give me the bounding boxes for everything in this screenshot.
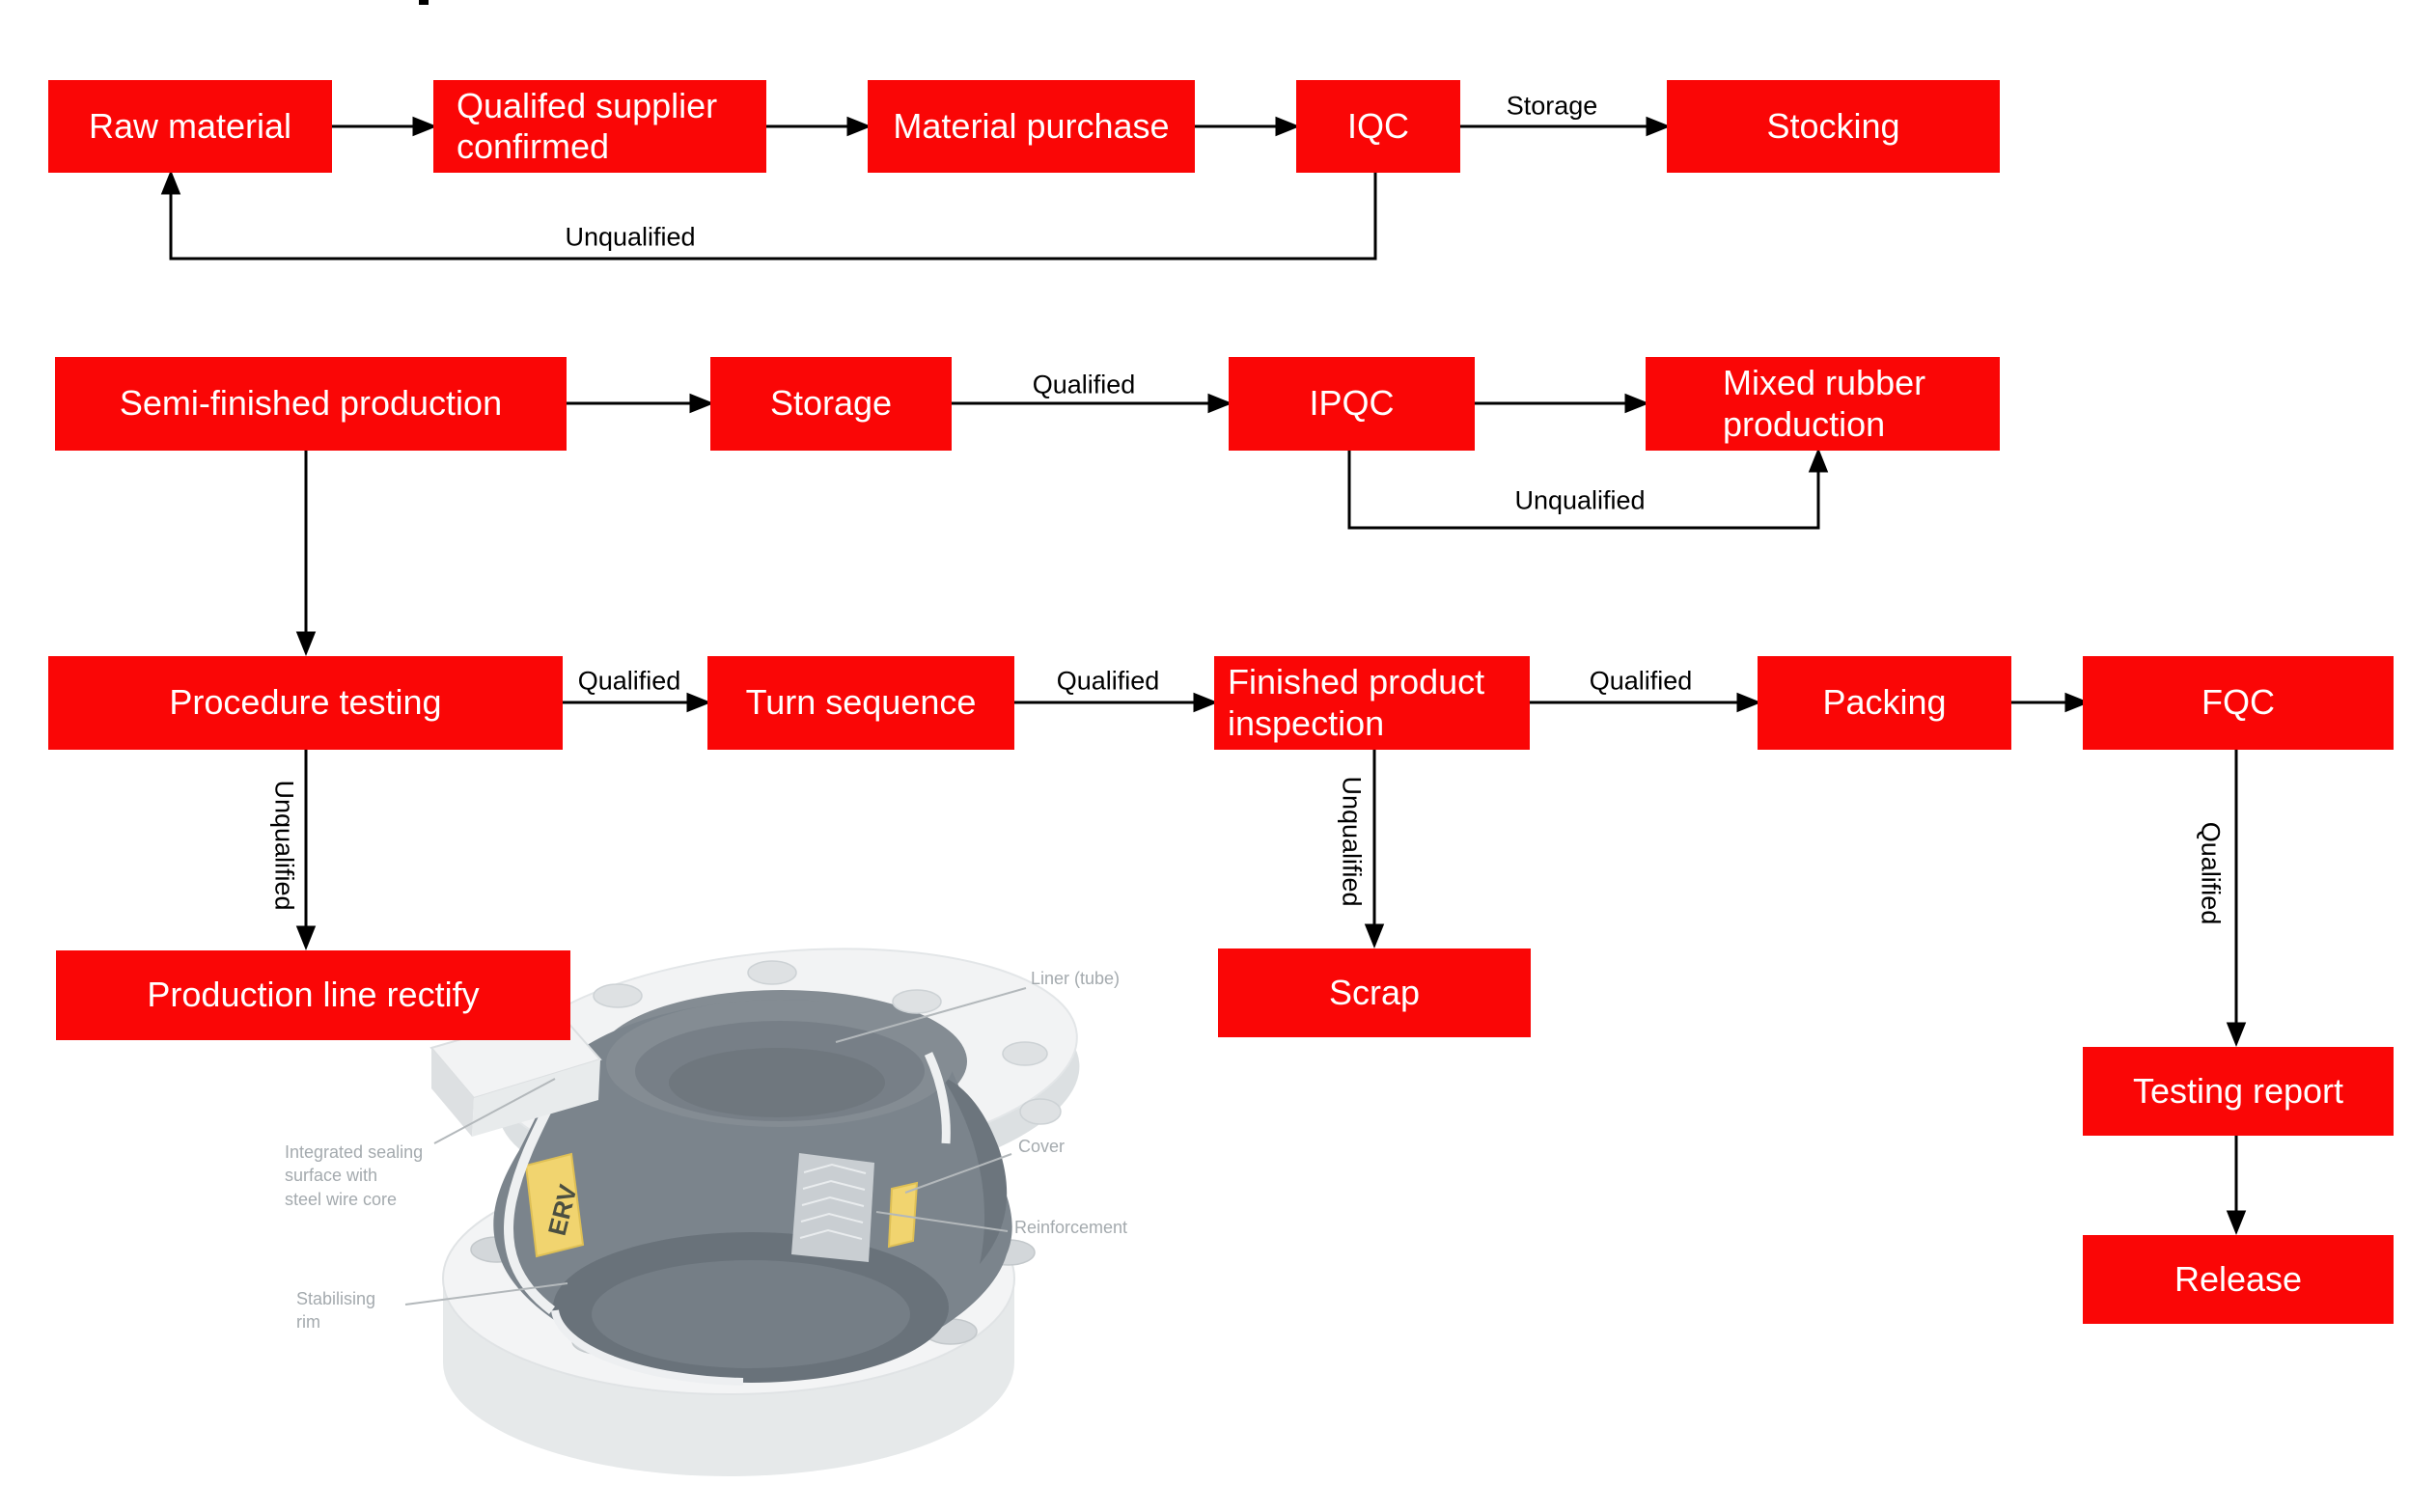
edge-label-unqualified-inspection: Unqualified [1337,776,1367,907]
cropped-text-artifact [419,0,429,5]
node-iqc: IQC [1296,80,1460,173]
node-scrap: Scrap [1218,948,1531,1037]
node-turn-sequence: Turn sequence [707,656,1014,750]
node-production-line-rectify: Production line rectify [56,950,570,1040]
callout-reinforcement: Reinforcement [1014,1218,1128,1237]
node-release: Release [2083,1235,2394,1324]
edge-label-qualified-procedure: Qualified [577,666,681,696]
expansion-joint-illustration: ERV [404,948,1080,1476]
reinforcement-texture [791,1153,874,1262]
callout-liner-tube: Liner (tube) [1031,969,1121,988]
node-material-purchase: Material purchase [868,80,1195,173]
edge-label-qualified-turn: Qualified [1056,666,1160,696]
callout-cover: Cover [1018,1137,1066,1156]
erv-band [524,1152,585,1258]
callout-integrated-sealing-surface: Integrated sealing surface with steel wi… [285,1142,424,1209]
node-procedure-testing: Procedure testing [48,656,563,750]
callout-leader-lines [404,987,1027,1306]
edge-label-qualified-storage-ipqc: Qualified [1032,370,1136,399]
top-flange-bolt-holes [593,960,1062,1125]
node-packing: Packing [1758,656,2011,750]
edge-label-unqualified-procedure: Unqualified [269,780,299,911]
node-testing-report: Testing report [2083,1047,2394,1136]
edge-label-unqualified-ipqc: Unqualified [1514,485,1646,515]
node-storage: Storage [710,357,952,451]
edge-label-qualified-inspection: Qualified [1589,666,1693,696]
edge-label-unqualified-iqc: Unqualified [565,222,696,252]
node-stocking: Stocking [1667,80,2000,173]
edge-label-qualified-fqc: Qualified [2196,821,2226,925]
node-fqc: FQC [2083,656,2394,750]
node-semi-finished-production: Semi-finished production [55,357,567,451]
flow-connectors [160,116,2247,1236]
node-qualified-supplier-confirmed: Qualifed supplier confirmed [433,80,766,173]
node-ipqc: IPQC [1229,357,1475,451]
edge-label-storage: Storage [1506,91,1598,121]
node-mixed-rubber-production: Mixed rubber production [1646,357,2000,451]
node-finished-product-inspection: Finished product inspection [1214,656,1530,750]
node-raw-material: Raw material [48,80,332,173]
callout-stabilising-rim: Stabilising rim [296,1289,376,1333]
